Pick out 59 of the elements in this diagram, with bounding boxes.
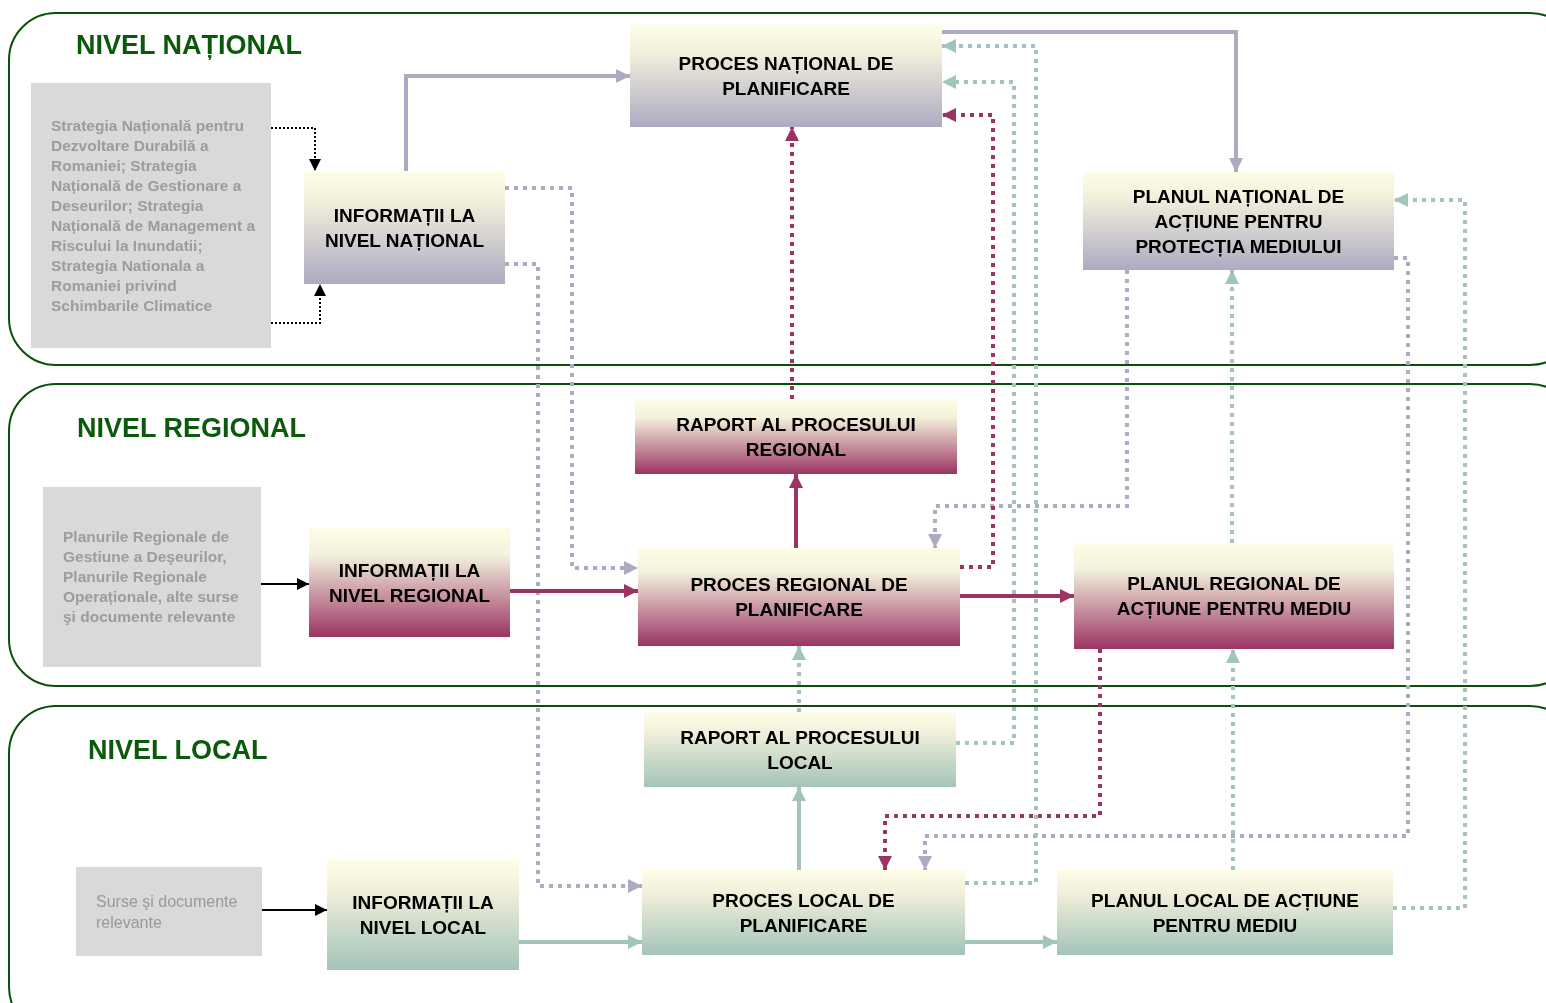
arrow (792, 787, 806, 870)
dotted-arrow (785, 127, 799, 399)
process-box (635, 399, 957, 474)
process-box (304, 171, 505, 284)
dotted-arrow (928, 270, 1129, 548)
process-box (327, 860, 519, 970)
dotted-arrow (918, 256, 1410, 870)
box-label: PROCES LOCAL DE PLANIFICARE (711, 888, 896, 938)
box-label: PLANUL NAȚIONAL DE ACȚIUNE PENTRU PROTECȚIA MEDIULUI (1131, 184, 1346, 259)
process-box (638, 548, 960, 646)
arrow (260, 578, 310, 590)
dotted-arrow (878, 649, 1102, 870)
dotted-arrow (505, 186, 638, 575)
process-box (644, 712, 956, 787)
box-label: Planurile Regionale de Gestiune a Deşeurilor, Planurile Regionale Operaționale, alte surse şi documente relevante (62, 527, 240, 627)
dotted-arrow (505, 262, 642, 893)
dotted-arrow (942, 108, 995, 569)
box-label: INFORMAȚII LA NIVEL NAȚIONAL (323, 203, 485, 253)
level-band (8, 12, 1546, 366)
process-box (630, 25, 942, 127)
level-band (8, 705, 1546, 1003)
arrow (261, 904, 328, 916)
dotted-arrow (1226, 649, 1240, 870)
arrow (942, 30, 1243, 172)
arrow (510, 584, 638, 598)
dotted-arrow (1225, 270, 1239, 543)
source-box (31, 83, 271, 348)
box-label: RAPORT AL PROCESULUI REGIONAL (675, 412, 917, 462)
source-box (76, 867, 262, 956)
box-label: PLANUL REGIONAL DE ACȚIUNE PENTRU MEDIU (1115, 572, 1353, 621)
arrow (519, 935, 642, 949)
arrow (965, 935, 1057, 949)
process-box (1057, 870, 1393, 955)
process-box (1074, 543, 1394, 649)
dotted-arrow (942, 75, 1016, 745)
level-heading: NIVEL REGIONAL (77, 413, 307, 444)
level-band (8, 383, 1546, 687)
level-heading: NIVEL NAȚIONAL (76, 30, 302, 61)
process-box (1083, 172, 1394, 270)
source-box (43, 487, 261, 667)
dotted-arrow (1393, 193, 1467, 910)
arrow (404, 69, 630, 171)
box-label: Surse şi documente relevante (95, 891, 239, 933)
box-label: INFORMAȚII LA NIVEL LOCAL (351, 891, 495, 940)
box-label: PROCES NAȚIONAL DE PLANIFICARE (677, 52, 895, 101)
arrow (960, 589, 1074, 603)
box-label: Strategia Națională pentru Dezvoltare Durabilă a Romaniei; Strategia Națională de Gestionare a Deseurilor; Strategia Națională de Management a Riscului la Inundatii; Strategia Nationala a Romaniei privind Schimbarile Climatice (50, 115, 257, 316)
dotted-arrow (270, 283, 326, 324)
box-label: INFORMAȚII LA NIVEL REGIONAL (327, 558, 492, 608)
process-box (309, 528, 510, 637)
dotted-arrow (792, 646, 806, 712)
dotted-arrow (942, 39, 1038, 885)
box-label: PLANUL LOCAL DE ACȚIUNE PENTRU MEDIU (1090, 888, 1360, 938)
process-box (642, 870, 965, 955)
box-label: PROCES REGIONAL DE PLANIFICARE (689, 573, 909, 622)
arrow (789, 474, 803, 548)
level-heading: NIVEL LOCAL (88, 735, 268, 766)
box-label: RAPORT AL PROCESULUI LOCAL (679, 725, 921, 775)
dotted-arrow (270, 127, 321, 172)
